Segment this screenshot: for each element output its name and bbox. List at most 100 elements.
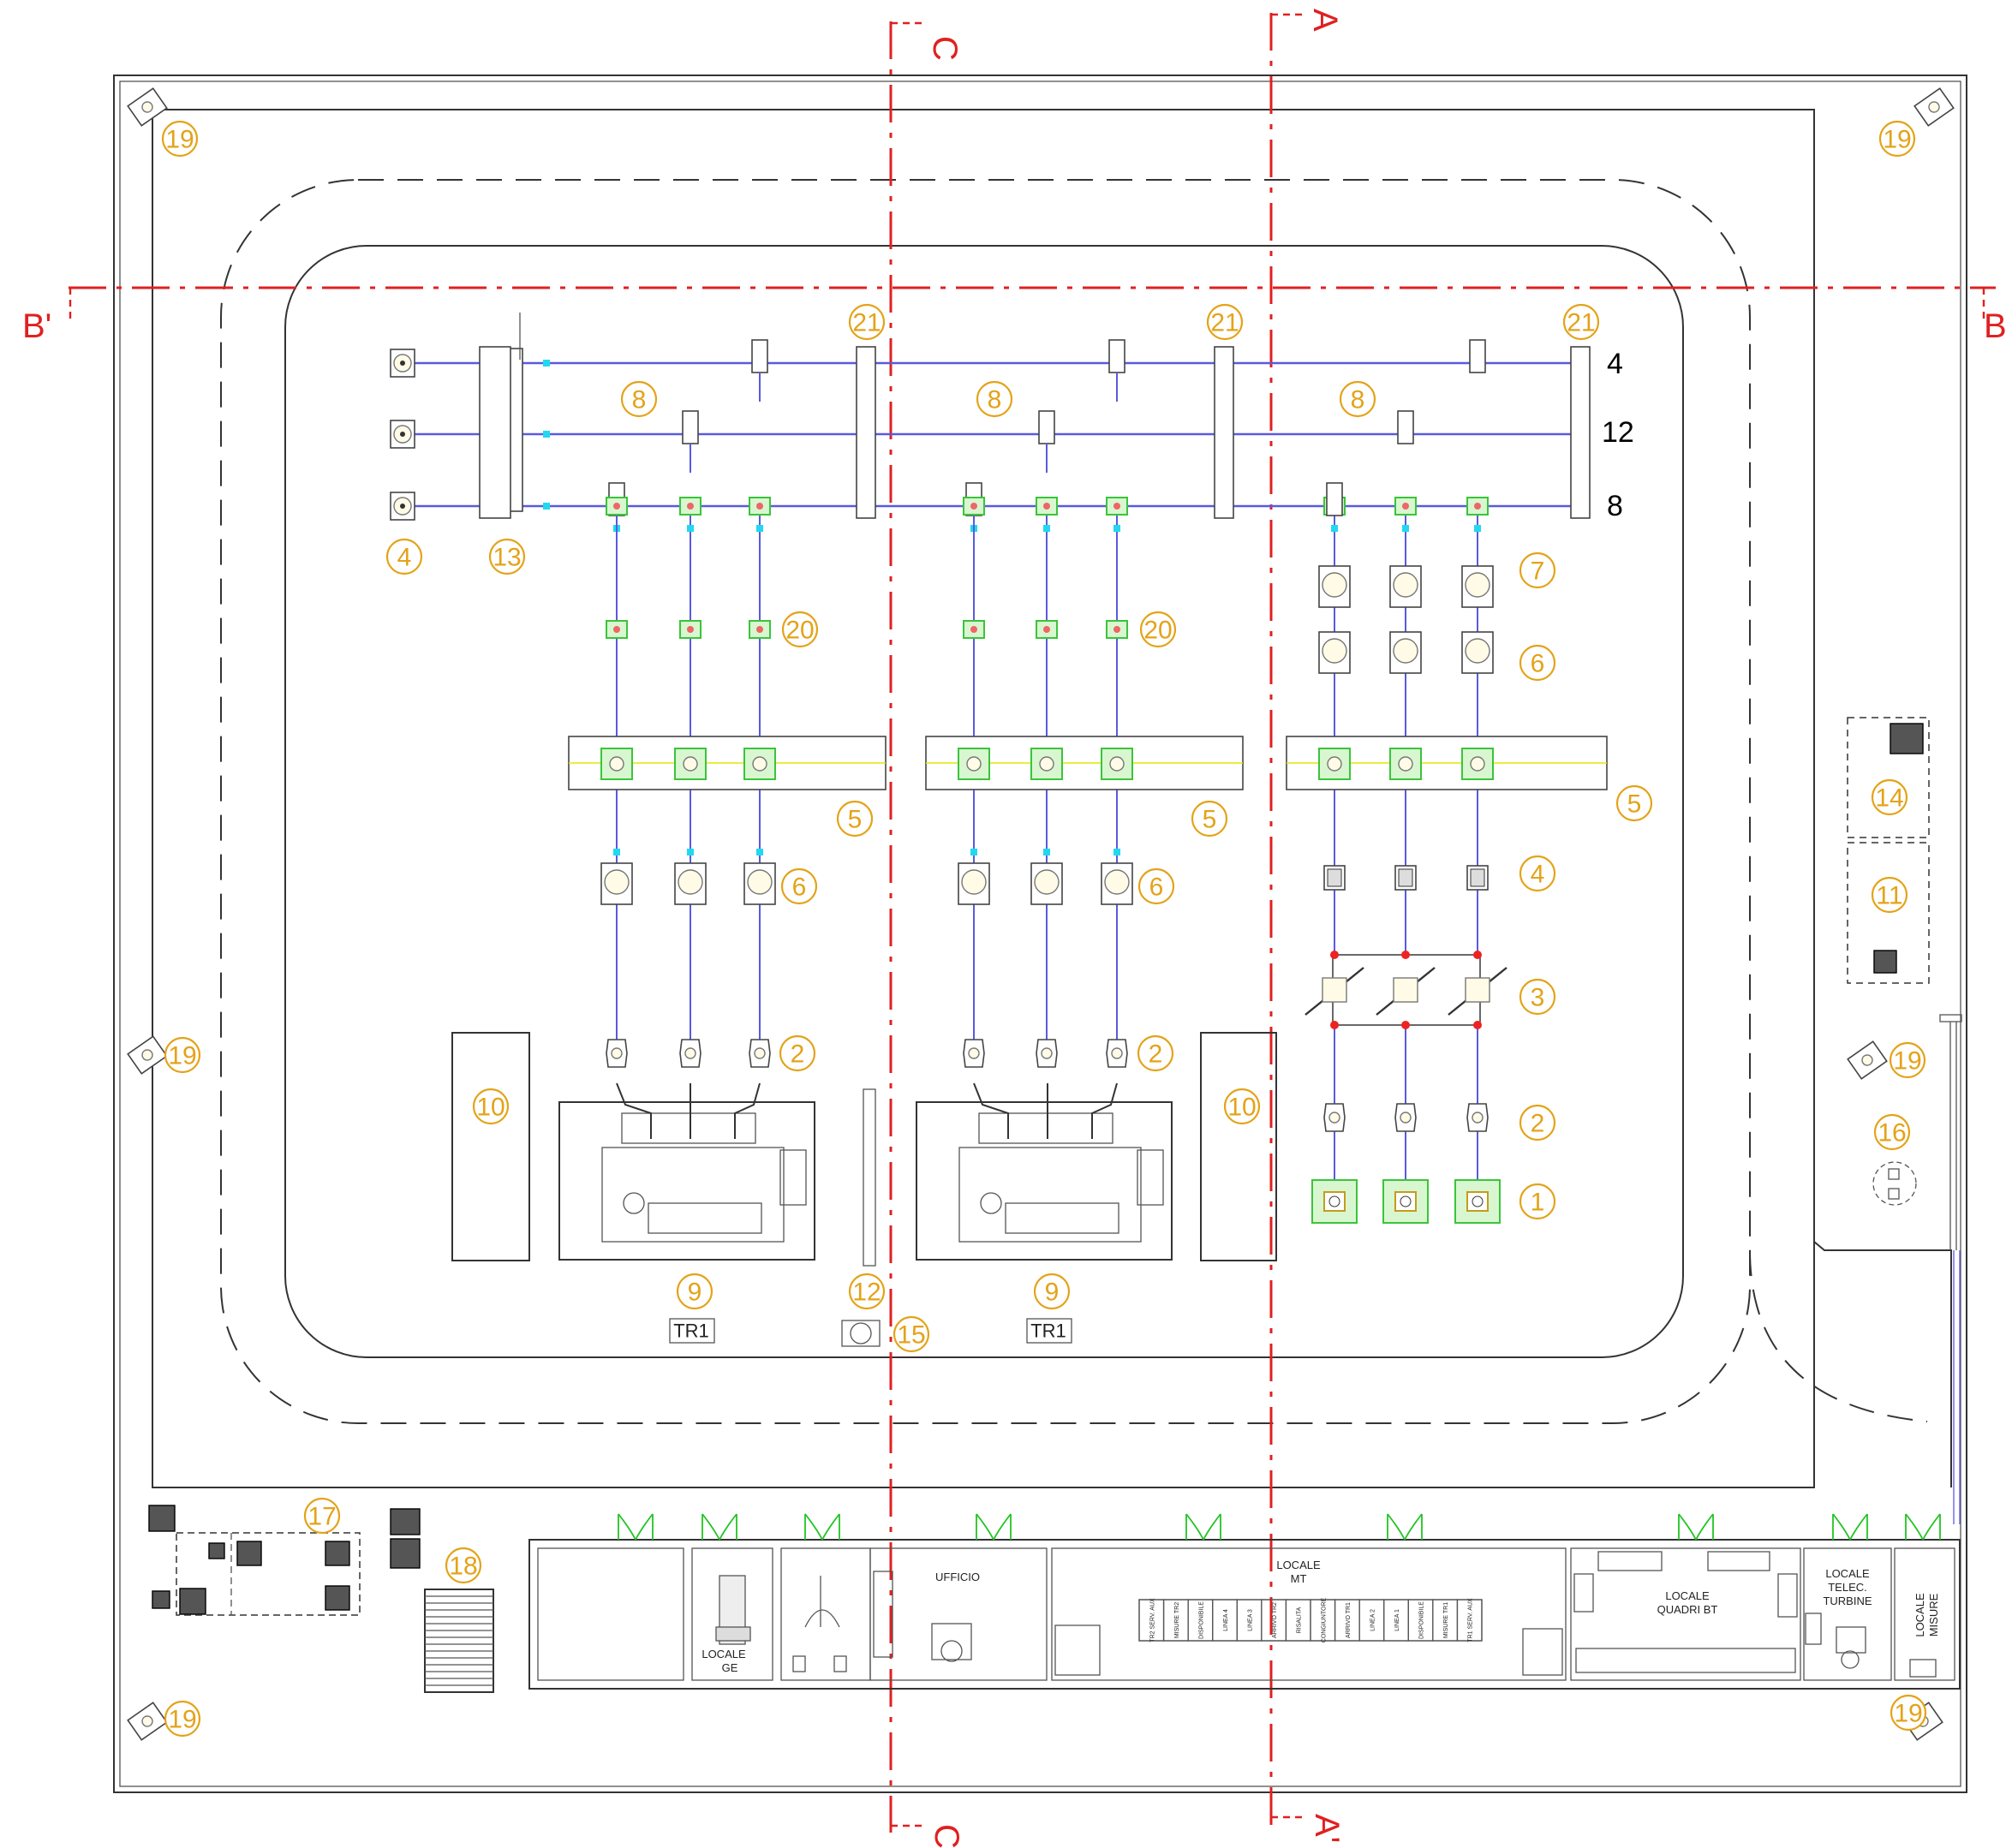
line-entry-gantry	[479, 346, 550, 519]
bay-tr-right-connector	[1043, 525, 1050, 532]
item-marker-label: 10	[476, 1094, 504, 1122]
door	[1185, 1513, 1221, 1541]
line-bay-current-transformer	[1461, 631, 1494, 674]
item-marker-label: 4	[1531, 861, 1545, 889]
item-marker-label: 18	[449, 1553, 477, 1581]
room-bt-label-2: QUADRI BT	[1657, 1603, 1718, 1616]
item-marker-label: 4	[397, 544, 412, 572]
bay-tr-left-surge-box	[749, 620, 771, 639]
item-marker-label: 19	[168, 1706, 196, 1734]
item-marker-label: 20	[1143, 617, 1172, 645]
mv-panel-label: ARRIVO TR2	[1272, 1602, 1278, 1638]
item-marker-label: 19	[1893, 1047, 1921, 1076]
item-marker-8: 8	[620, 380, 658, 418]
bay-tr-left-ct	[674, 862, 707, 905]
item-marker-19: 19	[161, 120, 199, 158]
room-misure-label-1: LOCALE	[1913, 1593, 1926, 1637]
busbar-label-top: 4	[1607, 348, 1623, 380]
mv-panel-label: DISPONIBILE	[1198, 1601, 1204, 1639]
bay-tr-right-surge-box	[1036, 620, 1058, 639]
bay-tr-left-bus-clamp	[749, 497, 771, 516]
item-marker-21: 21	[1562, 303, 1600, 341]
bay-tr-left-bus-clamp	[679, 497, 702, 516]
lighting-poles	[127, 87, 1955, 1741]
item-marker-2: 2	[779, 1034, 816, 1072]
room-office-label: UFFICIO	[935, 1571, 980, 1583]
bay-tr-right-ct	[958, 862, 990, 905]
section-label-b-right: B	[1984, 307, 2006, 345]
room-mt-label-2: MT	[1291, 1572, 1307, 1585]
item-marker-20: 20	[781, 611, 819, 648]
lighting-pole-icon	[1913, 87, 1955, 127]
bay-tr-right-ct	[1030, 862, 1063, 905]
item-marker-label: 8	[1351, 386, 1365, 414]
item-marker-label: 19	[168, 1042, 196, 1070]
line-bay-disconnector	[1326, 482, 1343, 516]
line-bay-connector	[1331, 525, 1338, 532]
bay-tr-left-disconnector	[751, 339, 768, 402]
room-telec-label-2: TELEC.	[1828, 1581, 1867, 1594]
item-marker-19: 19	[1890, 1694, 1927, 1732]
mv-panel-label: ARRIVO TR1	[1346, 1602, 1352, 1638]
item-marker-12: 12	[848, 1273, 886, 1310]
mv-panel-label: MISURE TR1	[1443, 1602, 1449, 1638]
item-marker-5: 5	[1615, 784, 1653, 822]
mv-panel-label: CONGIUNTORE	[1321, 1597, 1327, 1642]
bay-tr-left-ct	[600, 862, 633, 905]
bay-tr-left-ct	[743, 862, 776, 905]
item-marker-label: 6	[792, 873, 807, 902]
door	[804, 1513, 840, 1541]
item-marker-label: 3	[1531, 984, 1545, 1012]
bay-tr-right-arrester	[1036, 1039, 1058, 1068]
mv-panel-label: TR1 SERV. AUX	[1468, 1598, 1474, 1642]
item-marker-label: 8	[988, 386, 1002, 414]
door	[1905, 1513, 1941, 1541]
mv-panel-label: LINEA 2	[1370, 1609, 1376, 1631]
item-marker-11: 11	[1871, 876, 1908, 914]
busbars: 4 12 8	[403, 313, 1634, 522]
item-marker-21: 21	[848, 303, 886, 341]
room-ge-label-2: GE	[722, 1661, 738, 1674]
item-marker-label: 17	[307, 1503, 336, 1531]
item-marker-16: 16	[1873, 1113, 1911, 1151]
item-marker-19: 19	[164, 1700, 201, 1738]
item-marker-label: 21	[1210, 309, 1239, 337]
equipment-layer	[390, 339, 1608, 1224]
bay-tr-left-bus-clamp	[606, 497, 628, 516]
lighting-pole-icon	[127, 1702, 168, 1741]
item-marker-6: 6	[1519, 644, 1556, 682]
transformer-tag-right: TR1	[1030, 1320, 1066, 1342]
line-bay-cable-terminal	[1454, 1179, 1501, 1224]
item-marker-label: 6	[1149, 873, 1164, 902]
transformer-right: TR1	[916, 1082, 1173, 1344]
item-marker-label: 21	[852, 309, 881, 337]
item-marker-1: 1	[1519, 1183, 1556, 1220]
item-marker-21: 21	[1206, 303, 1244, 341]
bay-tr-left-arrester	[679, 1039, 702, 1068]
bay-tr-left-connector	[756, 525, 763, 532]
door	[1387, 1513, 1423, 1541]
mv-panel-label: LINEA 3	[1248, 1609, 1254, 1631]
bay-tr-right-connector	[1113, 525, 1120, 532]
item-marker-label: 13	[493, 544, 521, 572]
item-marker-4: 4	[1519, 855, 1556, 892]
section-label-c-bottom: C'	[928, 1824, 965, 1848]
bay-tr-right-bus-clamp	[963, 497, 985, 516]
bay-tr-right-arrester	[1106, 1039, 1128, 1068]
line-bay-gantry	[1286, 736, 1608, 790]
line-bay-arrester	[1394, 1103, 1417, 1132]
item-marker-17: 17	[303, 1497, 341, 1535]
item-marker-label: 2	[1531, 1110, 1545, 1138]
line-entry-insulator	[390, 492, 415, 521]
item-marker-label: 21	[1567, 309, 1595, 337]
item-marker-label: 8	[632, 386, 647, 414]
item-marker-label: 20	[785, 617, 814, 645]
line-bay-cable-terminal	[1382, 1179, 1429, 1224]
line-bay-cable-terminal	[1311, 1179, 1358, 1224]
room-ge-label-1: LOCALE	[702, 1648, 746, 1660]
item-marker-19: 19	[1889, 1041, 1926, 1079]
item-marker-19: 19	[1878, 120, 1916, 158]
